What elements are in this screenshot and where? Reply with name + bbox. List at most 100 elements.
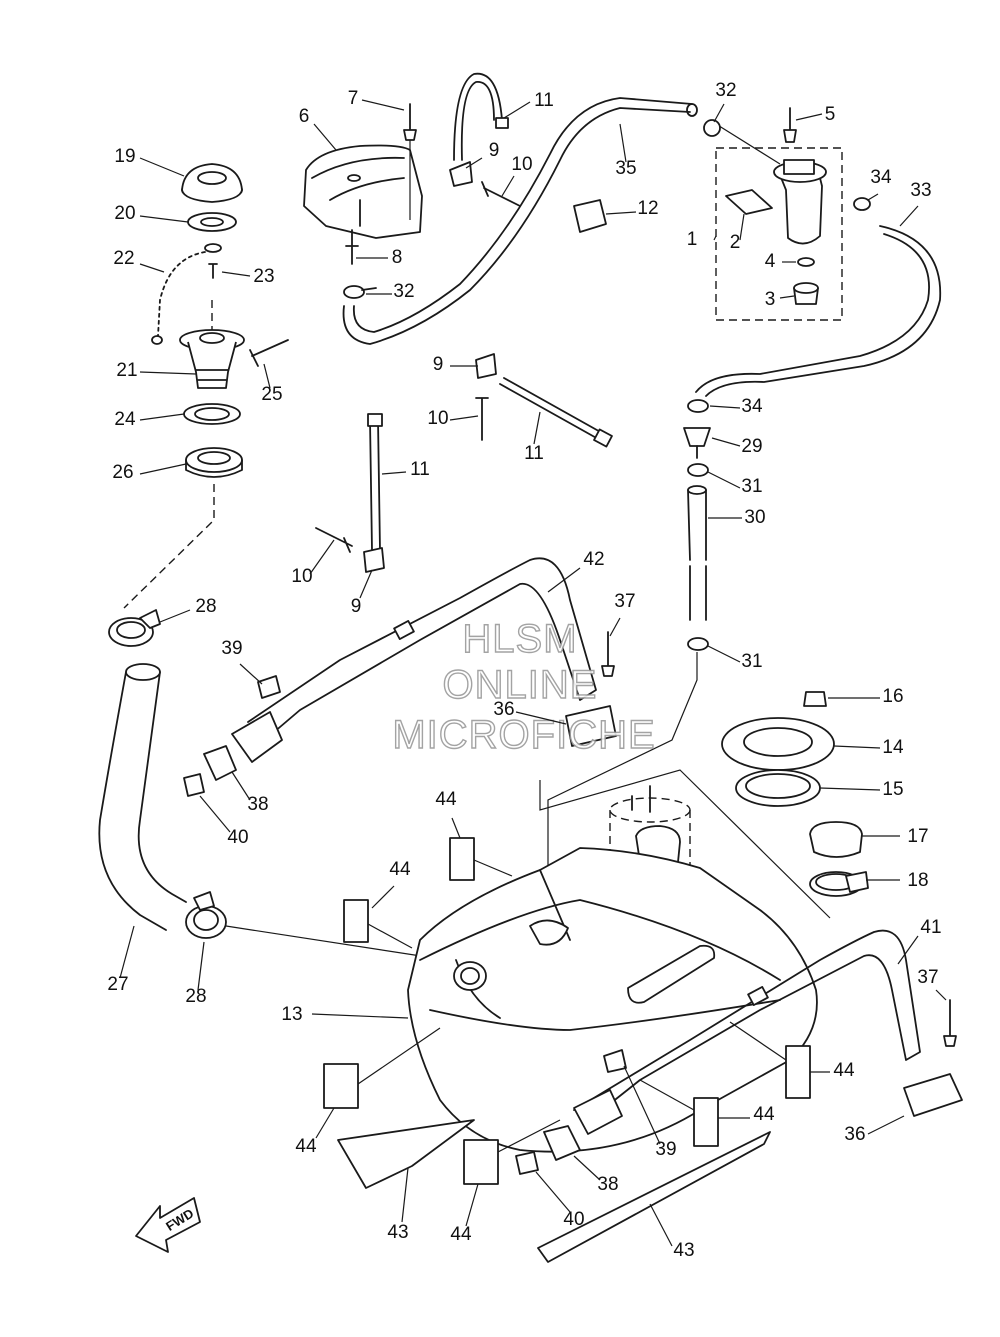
- leader-12: [605, 211, 637, 215]
- callout-24: 24: [114, 409, 136, 430]
- leader-2: [739, 213, 745, 241]
- callout-34: 34: [870, 167, 892, 188]
- callout-10: 10: [511, 154, 532, 175]
- leader-31: [707, 471, 741, 489]
- callout-28: 28: [195, 596, 216, 617]
- leader-10: [501, 175, 515, 197]
- clip-34-lower: [687, 399, 709, 413]
- grommet: [573, 199, 607, 233]
- callout-44: 44: [295, 1136, 317, 1157]
- leader-41: [897, 935, 919, 965]
- leader-44: [451, 817, 461, 839]
- cap-17: [809, 821, 863, 858]
- callout-11: 11: [410, 459, 430, 480]
- vent-hose: [687, 485, 707, 621]
- tank-strap-lower: [573, 929, 921, 1119]
- outlet-hose: [695, 225, 942, 397]
- cover-pin: [345, 229, 359, 265]
- callout-leaders: [119, 99, 947, 1247]
- pad-44-a: [449, 837, 475, 881]
- callout-8: 8: [392, 247, 403, 268]
- callout-39: 39: [221, 638, 242, 659]
- leader-39: [623, 1065, 661, 1145]
- leader-42: [547, 567, 581, 593]
- clip-31-lower: [687, 637, 709, 651]
- callout-31: 31: [741, 651, 762, 672]
- pin-10-mid: [475, 397, 489, 441]
- pad-44-e: [693, 1097, 719, 1147]
- cap-chain: [157, 251, 206, 337]
- callout-3: 3: [765, 289, 776, 310]
- leader-37: [609, 617, 621, 637]
- clip-34-upper: [853, 197, 871, 211]
- callout-26: 26: [112, 462, 133, 483]
- watermark: HLSM ONLINE MICROFICHE: [392, 616, 656, 757]
- callout-38: 38: [247, 794, 268, 815]
- leader-14: [833, 745, 881, 749]
- callout-43: 43: [387, 1222, 408, 1243]
- callout-20: 20: [114, 203, 135, 224]
- bolt-39-upper: [257, 675, 281, 699]
- callout-40: 40: [227, 827, 248, 848]
- leader-35: [619, 123, 627, 163]
- callout-21: 21: [116, 360, 137, 381]
- watermark-line-3: MICROFICHE: [392, 713, 655, 757]
- hose-clamp-upper: [108, 609, 161, 647]
- leader-34: [709, 405, 741, 409]
- callout-35: 35: [615, 158, 636, 179]
- bracket-38-upper: [203, 745, 237, 781]
- cover-rivet: [403, 103, 417, 141]
- leader-27: [119, 925, 135, 979]
- callout-23: 23: [253, 266, 274, 287]
- cap-washer: [204, 243, 222, 253]
- leader-25: [263, 363, 271, 389]
- filler-cap: [181, 163, 243, 203]
- leader-29: [711, 437, 741, 447]
- callout-16: 16: [882, 686, 903, 707]
- watermark-line-2: ONLINE: [443, 663, 598, 707]
- callout-38: 38: [597, 1174, 618, 1195]
- filter-oring: [797, 257, 815, 267]
- rivet-37-lower: [943, 999, 957, 1047]
- leader-43: [401, 1167, 409, 1223]
- callout-9: 9: [351, 596, 362, 617]
- leader-5: [795, 113, 823, 121]
- leader-24: [139, 413, 185, 421]
- filter-cover: [303, 144, 423, 239]
- leader-23: [221, 271, 251, 277]
- filler-neck: [179, 300, 245, 389]
- nut-16: [803, 691, 827, 707]
- callout-31: 31: [741, 476, 762, 497]
- clip-9-mid: [475, 353, 497, 379]
- leader-26: [139, 463, 187, 475]
- tie-11-mid: [499, 377, 605, 441]
- leader-44: [371, 885, 395, 909]
- strap-bracket-36-lower: [903, 1073, 963, 1117]
- leader-28: [197, 941, 205, 991]
- leader-44: [315, 1107, 335, 1139]
- gauge-plate-14: [721, 717, 835, 771]
- callout-32: 32: [715, 80, 736, 101]
- clip-9-low: [363, 547, 385, 573]
- parts-artwork: FWD: [98, 72, 963, 1263]
- leader-11: [503, 101, 531, 119]
- clip-32-upper: [703, 119, 721, 137]
- callout-28: 28: [185, 986, 206, 1007]
- callout-27: 27: [107, 974, 128, 995]
- bolt-39-lower: [603, 1049, 627, 1073]
- callout-4: 4: [765, 251, 776, 272]
- callout-43: 43: [673, 1240, 694, 1261]
- callout-37: 37: [614, 591, 635, 612]
- callout-17: 17: [907, 826, 928, 847]
- leader-38: [231, 771, 251, 801]
- leader-10: [449, 415, 479, 421]
- callout-15: 15: [882, 779, 903, 800]
- leader-21: [139, 371, 197, 375]
- leader-40: [535, 1171, 571, 1213]
- callout-44: 44: [389, 859, 411, 880]
- callout-33: 33: [910, 180, 931, 201]
- cap-gasket: [187, 212, 237, 232]
- callout-44: 44: [450, 1224, 472, 1245]
